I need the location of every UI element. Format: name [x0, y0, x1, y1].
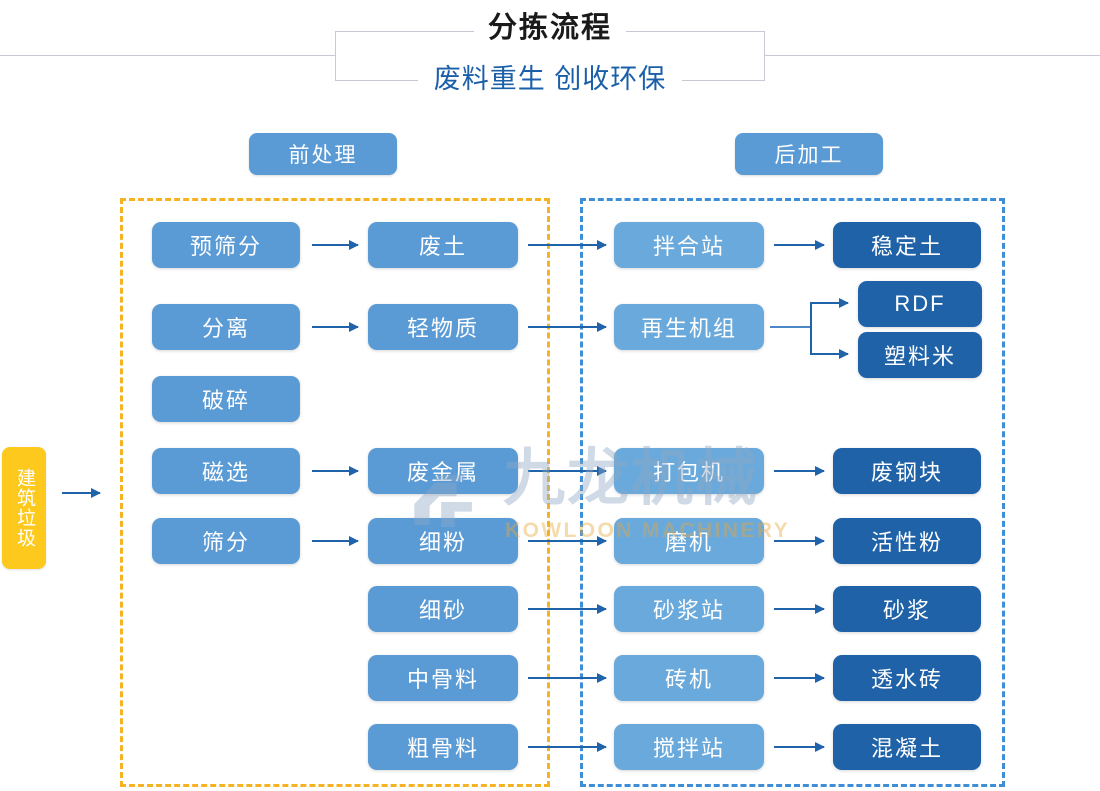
page-title-text: 分拣流程	[473, 12, 626, 44]
title-rule-left	[0, 55, 336, 56]
arrow-scrap-metal-to-baler	[528, 466, 607, 476]
node-permeable-brick[interactable]: 透水砖	[833, 655, 981, 701]
arrow-recycling-unit-to-rdf	[810, 298, 849, 308]
node-concrete[interactable]: 混凝土	[833, 724, 981, 770]
arrow-pre-screening-to-waste-soil	[312, 240, 359, 250]
node-fine-powder[interactable]: 细粉	[368, 518, 518, 564]
arrow-fine-powder-to-grinder	[528, 536, 607, 546]
arrow-mortar-station-to-mortar	[774, 604, 825, 614]
page-subtitle-text: 废料重生 创收环保	[417, 64, 683, 94]
title-rule-right	[764, 55, 1100, 56]
arrow-brick-machine-to-permeable-brick	[774, 673, 825, 683]
branch-riser-recycling-unit	[810, 302, 812, 354]
node-batching-station[interactable]: 搅拌站	[614, 724, 764, 770]
node-mixing-station[interactable]: 拌合站	[614, 222, 764, 268]
node-stabilized-soil[interactable]: 稳定土	[833, 222, 981, 268]
arrow-input-to-column1	[62, 488, 101, 498]
node-scrap-metal[interactable]: 废金属	[368, 448, 518, 494]
node-separation[interactable]: 分离	[152, 304, 300, 350]
node-waste-soil[interactable]: 废土	[368, 222, 518, 268]
node-grinder[interactable]: 磨机	[614, 518, 764, 564]
input-construction-waste[interactable]: 建筑垃圾	[2, 447, 46, 569]
node-brick-machine[interactable]: 砖机	[614, 655, 764, 701]
arrow-separation-to-light-material	[312, 322, 359, 332]
node-fine-sand[interactable]: 细砂	[368, 586, 518, 632]
arrow-magnetic-to-scrap-metal	[312, 466, 359, 476]
page-title: 分拣流程	[0, 12, 1100, 44]
stage-label-post-processing[interactable]: 后加工	[735, 133, 883, 175]
arrow-waste-soil-to-mixing-station	[528, 240, 607, 250]
node-scrap-steel-block[interactable]: 废钢块	[833, 448, 981, 494]
node-active-powder[interactable]: 活性粉	[833, 518, 981, 564]
node-magnetic-separation[interactable]: 磁选	[152, 448, 300, 494]
branch-stem-recycling-unit	[770, 326, 812, 328]
node-coarse-aggregate[interactable]: 粗骨料	[368, 724, 518, 770]
arrow-mixing-station-to-stabilized-soil	[774, 240, 825, 250]
zone-post-processing	[580, 198, 1005, 787]
input-label: 建筑垃圾	[13, 468, 35, 548]
node-rdf[interactable]: RDF	[858, 281, 982, 327]
node-recycling-unit[interactable]: 再生机组	[614, 304, 764, 350]
arrow-medium-aggregate-to-brick-machine	[528, 673, 607, 683]
node-pre-screening[interactable]: 预筛分	[152, 222, 300, 268]
arrow-coarse-aggregate-to-batching-station	[528, 742, 607, 752]
zone-pre-processing	[120, 198, 550, 787]
node-mortar[interactable]: 砂浆	[833, 586, 981, 632]
node-light-material[interactable]: 轻物质	[368, 304, 518, 350]
stage-label-pre-processing[interactable]: 前处理	[249, 133, 397, 175]
arrow-screening-to-fine-powder	[312, 536, 359, 546]
node-baler[interactable]: 打包机	[614, 448, 764, 494]
arrow-fine-sand-to-mortar-station	[528, 604, 607, 614]
arrow-batching-station-to-concrete	[774, 742, 825, 752]
arrow-light-material-to-recycling-unit	[528, 322, 607, 332]
arrow-grinder-to-active-powder	[774, 536, 825, 546]
node-screening[interactable]: 筛分	[152, 518, 300, 564]
node-plastic-pellets[interactable]: 塑料米	[858, 332, 982, 378]
arrow-recycling-unit-to-plastic-pellets	[810, 349, 849, 359]
node-mortar-station[interactable]: 砂浆站	[614, 586, 764, 632]
node-medium-aggregate[interactable]: 中骨料	[368, 655, 518, 701]
arrow-baler-to-scrap-steel-block	[774, 466, 825, 476]
node-crushing[interactable]: 破碎	[152, 376, 300, 422]
page-subtitle: 废料重生 创收环保	[0, 64, 1100, 94]
